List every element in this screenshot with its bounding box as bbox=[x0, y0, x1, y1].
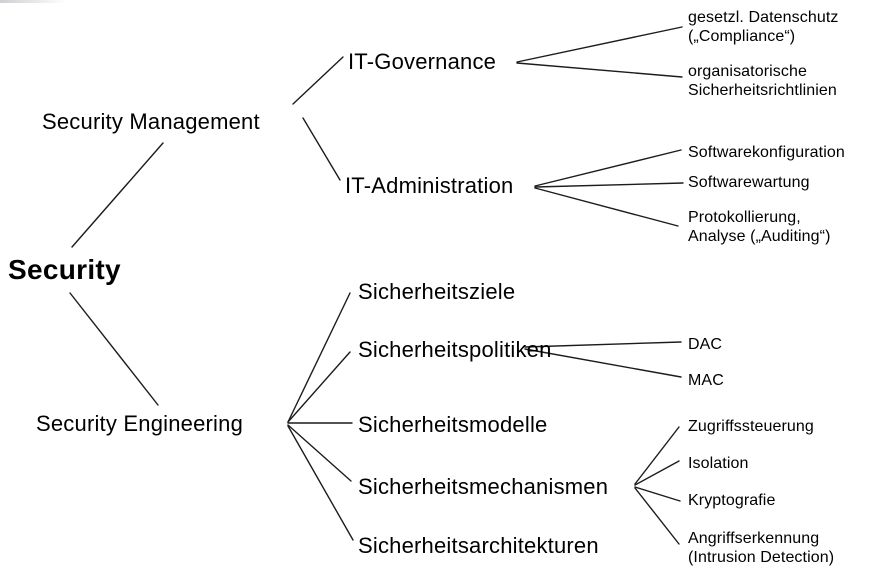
connector-engineering-politiken bbox=[287, 351, 351, 423]
connector-administration-konfiguration bbox=[534, 149, 682, 187]
leaf-zugriffssteuerung: Zugriffssteuerung bbox=[688, 418, 814, 435]
leaf-isolation: Isolation bbox=[688, 455, 749, 472]
leaf-dac: DAC bbox=[688, 336, 723, 353]
connector-root-management bbox=[71, 142, 164, 248]
root-node-security: Security bbox=[8, 254, 121, 285]
node-it-administration: IT-Administration bbox=[345, 173, 514, 198]
connector-administration-protokollierung bbox=[534, 187, 679, 227]
connector-administration-wartung bbox=[534, 182, 684, 188]
leaf-softwarekonfiguration: Softwarekonfiguration bbox=[688, 144, 845, 161]
window-edge-artifact bbox=[0, 0, 66, 3]
leaf-softwarewartung: Softwarewartung bbox=[688, 174, 810, 191]
connector-root-engineering bbox=[69, 292, 159, 406]
connector-mechanismen-kryptografie bbox=[634, 486, 681, 502]
connector-mechanismen-angriff bbox=[634, 487, 680, 545]
node-sicherheitsmodelle: Sicherheitsmodelle bbox=[358, 412, 548, 437]
node-it-governance: IT-Governance bbox=[348, 49, 497, 74]
leaf-gesetzl-datenschutz: gesetzl. Datenschutz („Compliance“) bbox=[688, 9, 839, 45]
node-security-management: Security Management bbox=[42, 109, 260, 134]
connector-politiken-mac bbox=[524, 348, 682, 378]
leaf-protokollierung-auditing: Protokollierung, Analyse („Auditing“) bbox=[688, 209, 831, 245]
leaf-mac: MAC bbox=[688, 372, 724, 389]
node-sicherheitsmechanismen: Sicherheitsmechanismen bbox=[358, 474, 609, 499]
leaf-kryptografie: Kryptografie bbox=[688, 492, 776, 509]
connector-governance-richtlinien bbox=[516, 62, 683, 78]
node-sicherheitspolitiken: Sicherheitspolitiken bbox=[358, 337, 552, 362]
connector-engineering-ziele bbox=[287, 292, 351, 423]
connector-mechanismen-isolation bbox=[634, 460, 680, 486]
node-sicherheitsziele: Sicherheitsziele bbox=[358, 279, 516, 304]
connector-governance-datenschutz bbox=[516, 26, 683, 63]
node-security-engineering: Security Engineering bbox=[36, 411, 244, 436]
leaf-organisatorische-richtlinien: organisatorische Sicherheitsrichtlinien bbox=[688, 63, 837, 99]
connector-management-governance bbox=[292, 56, 344, 105]
connector-management-administration bbox=[302, 117, 341, 181]
connector-engineering-mechanismen bbox=[287, 424, 352, 482]
connector-mechanismen-zugriff bbox=[634, 426, 680, 485]
connector-engineering-architekturen bbox=[287, 425, 354, 541]
connector-politiken-dac bbox=[524, 341, 682, 348]
leaf-angriffserkennung: Angriffserkennung (Intrusion Detection) bbox=[688, 530, 835, 566]
node-sicherheitsarchitekturen: Sicherheitsarchitekturen bbox=[358, 533, 599, 558]
